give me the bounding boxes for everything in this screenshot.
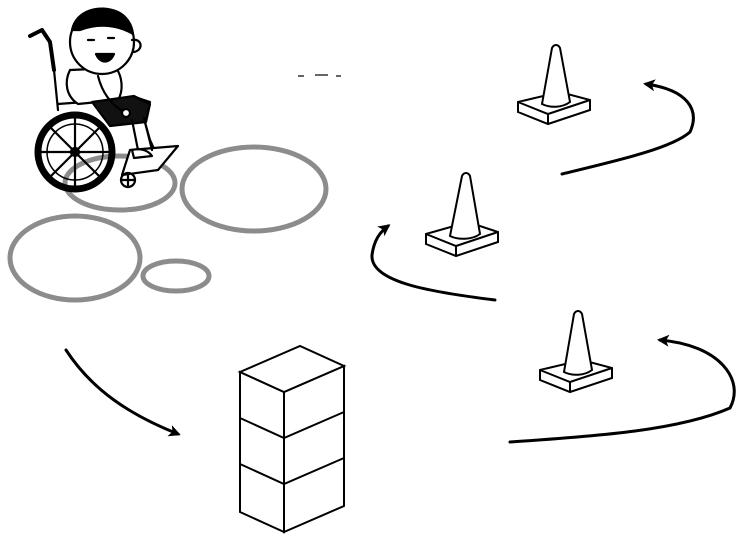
traffic-cone-middle bbox=[426, 173, 498, 256]
ring bbox=[182, 147, 326, 231]
ring bbox=[10, 216, 140, 300]
stray-marks bbox=[298, 75, 341, 76]
ring bbox=[143, 261, 209, 291]
arrow-to-boxes bbox=[66, 350, 178, 434]
traffic-cone-bottom bbox=[540, 311, 612, 392]
child-in-wheelchair bbox=[30, 9, 178, 189]
stacked-boxes bbox=[240, 346, 344, 532]
traffic-cone-top bbox=[518, 45, 590, 124]
arrow-around-bottom-cone bbox=[510, 340, 734, 442]
